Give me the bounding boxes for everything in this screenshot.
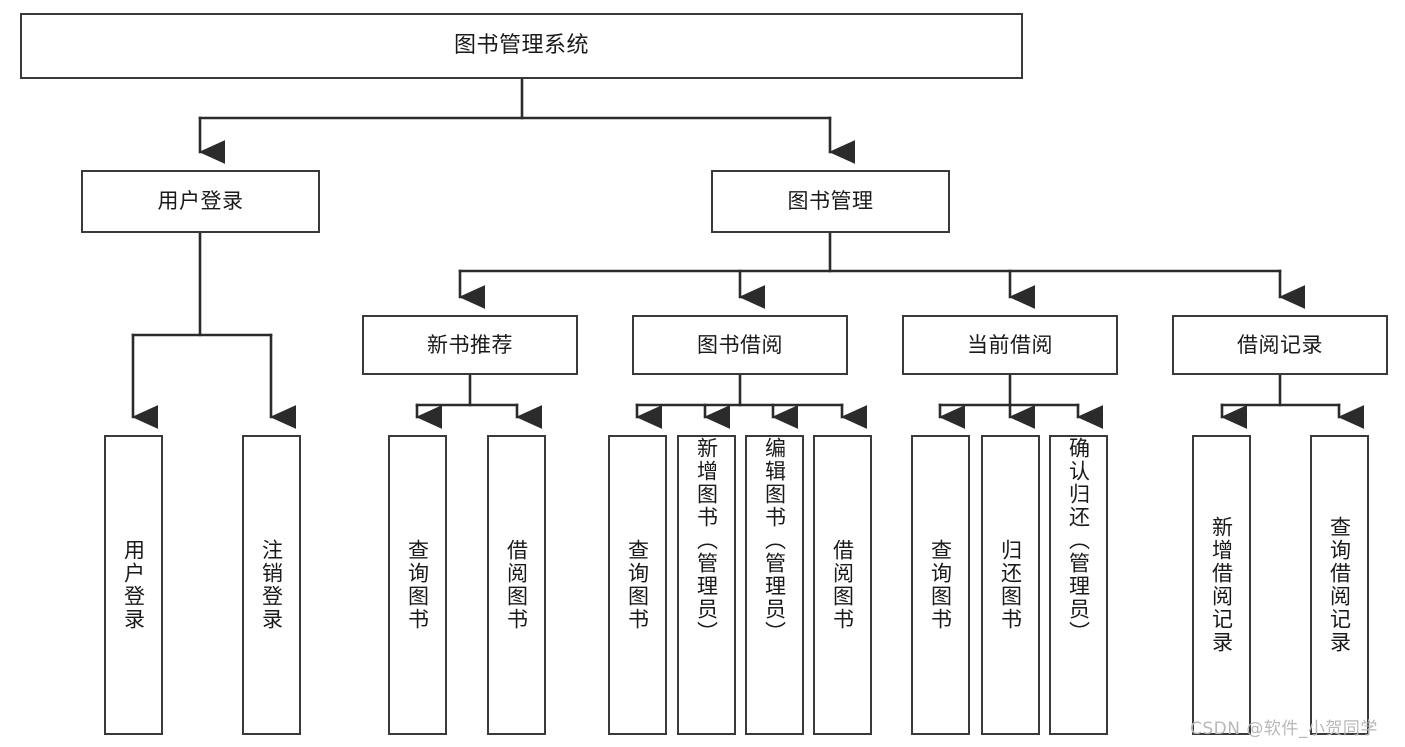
node-label: 新增图书（管理员） xyxy=(694,437,719,644)
node-label: 查询借阅记录 xyxy=(1327,516,1352,654)
node-label: 图书借阅 xyxy=(697,332,783,357)
node-leaf-confirm-return-admin[interactable]: 确认归还（管理员） xyxy=(1049,435,1108,735)
node-label: 借阅图书 xyxy=(830,539,855,631)
node-leaf-query-book-current[interactable]: 查询图书 xyxy=(911,435,970,735)
node-leaf-logout[interactable]: 注销登录 xyxy=(242,435,301,735)
node-leaf-query-borrow-record[interactable]: 查询借阅记录 xyxy=(1310,435,1369,735)
node-book-management[interactable]: 图书管理 xyxy=(711,170,950,233)
node-label: 图书管理系统 xyxy=(453,33,589,59)
node-label: 归还图书 xyxy=(998,539,1023,631)
node-root-system[interactable]: 图书管理系统 xyxy=(20,13,1023,79)
node-label: 注销登录 xyxy=(259,539,284,631)
node-book-borrow[interactable]: 图书借阅 xyxy=(632,315,848,375)
node-label: 查询图书 xyxy=(405,539,430,631)
node-label: 用户登录 xyxy=(121,539,146,631)
node-label: 图书管理 xyxy=(787,189,874,214)
node-leaf-borrow-book-new[interactable]: 借阅图书 xyxy=(487,435,546,735)
node-label: 用户登录 xyxy=(157,189,244,214)
csdn-watermark: CSDN @软件_小贺同学 xyxy=(1190,719,1378,739)
node-label: 当前借阅 xyxy=(967,332,1053,357)
node-label: 查询图书 xyxy=(625,539,650,631)
node-label: 确认归还（管理员） xyxy=(1066,437,1091,644)
node-label: 查询图书 xyxy=(928,539,953,631)
node-borrow-record[interactable]: 借阅记录 xyxy=(1172,315,1388,375)
node-leaf-borrow-book[interactable]: 借阅图书 xyxy=(813,435,872,735)
node-leaf-return-book[interactable]: 归还图书 xyxy=(981,435,1040,735)
node-leaf-query-book-borrow[interactable]: 查询图书 xyxy=(608,435,667,735)
node-leaf-user-login[interactable]: 用户登录 xyxy=(104,435,163,735)
node-label: 编辑图书（管理员） xyxy=(762,437,787,644)
node-user-login[interactable]: 用户登录 xyxy=(81,170,320,233)
node-leaf-edit-book-admin[interactable]: 编辑图书（管理员） xyxy=(745,435,804,735)
node-leaf-add-borrow-record[interactable]: 新增借阅记录 xyxy=(1192,435,1251,735)
node-label: 新增借阅记录 xyxy=(1209,516,1234,654)
node-label: 新书推荐 xyxy=(427,332,513,357)
node-new-book-recommend[interactable]: 新书推荐 xyxy=(362,315,578,375)
node-leaf-query-book-new[interactable]: 查询图书 xyxy=(388,435,447,735)
node-current-borrow[interactable]: 当前借阅 xyxy=(902,315,1118,375)
node-label: 借阅记录 xyxy=(1237,332,1323,357)
node-label: 借阅图书 xyxy=(504,539,529,631)
node-leaf-add-book-admin[interactable]: 新增图书（管理员） xyxy=(677,435,736,735)
